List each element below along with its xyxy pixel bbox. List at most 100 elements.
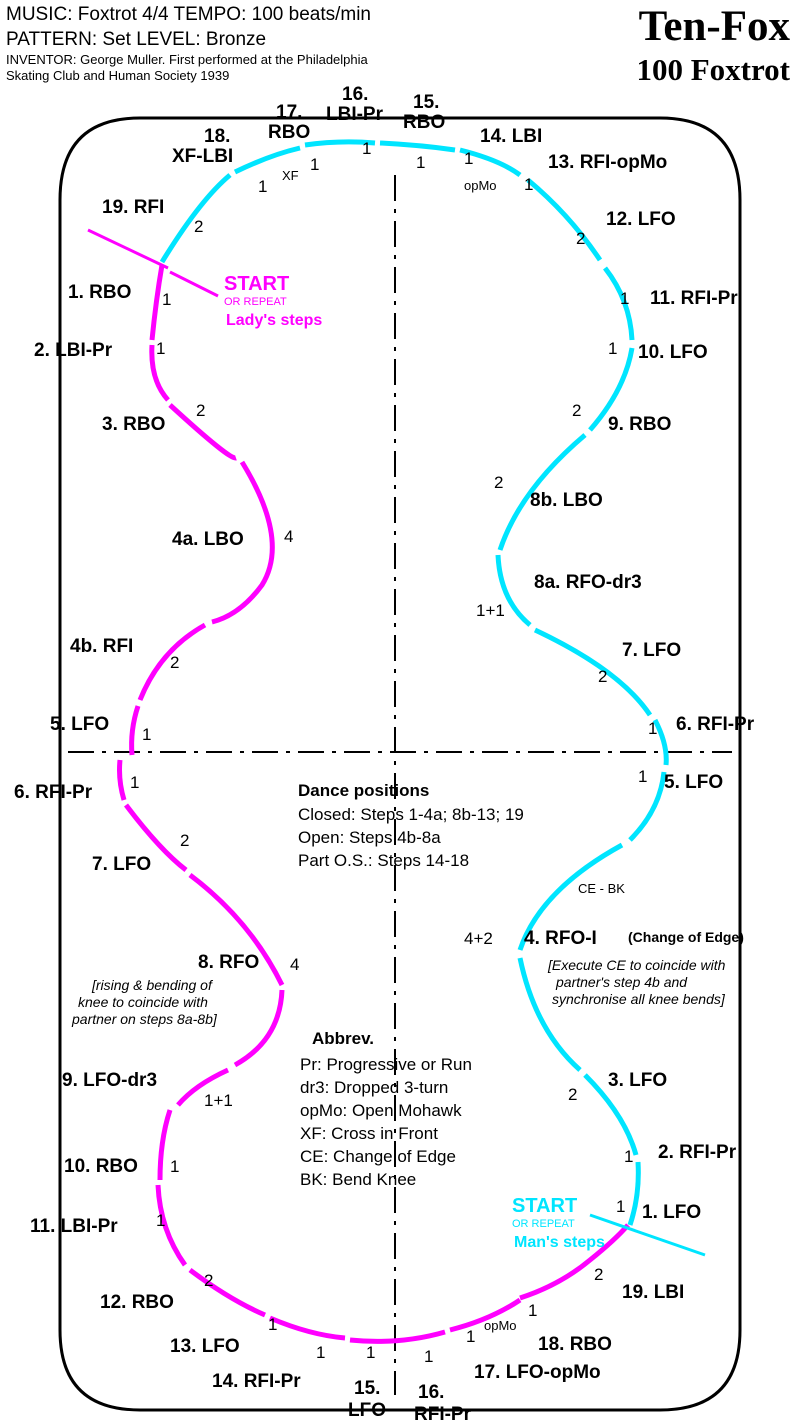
step-label: 9. LFO-dr3 — [62, 1070, 157, 1091]
step-label: 19. RFI — [102, 197, 164, 218]
man-steps-label: Man's steps — [514, 1234, 605, 1251]
beat-count: 1 — [638, 767, 647, 786]
beat-count: 2 — [576, 229, 585, 248]
abbrev-item: BK: Bend Knee — [300, 1170, 416, 1189]
abbrev-title: Abbrev. — [312, 1029, 374, 1048]
ce-bk-note: CE - BK — [578, 881, 625, 896]
step-label: 4a. LBO — [172, 529, 244, 550]
beat-count: 1 — [608, 339, 617, 358]
abbreviations: Abbrev. Pr: Progressive or Run dr3: Drop… — [300, 1029, 472, 1189]
step-label: 1. RBO — [68, 282, 131, 303]
beat-count: 2 — [196, 401, 205, 420]
step-label: 14. LBI — [480, 126, 542, 147]
step-label: 5. LFO — [664, 772, 723, 793]
step-label: 6. RFI-Pr — [14, 782, 93, 803]
step-label: 14. RFI-Pr — [212, 1371, 301, 1392]
pattern-line: PATTERN: Set LEVEL: Bronze — [6, 29, 266, 50]
rising-note-1: [rising & bending of — [91, 977, 214, 993]
man-start-label: START — [512, 1195, 577, 1217]
step-labels: 16. LBI-Pr 15. RBO 17. RBO 18. XF-LBI 14… — [14, 84, 755, 1425]
step-label: 9. RBO — [608, 414, 671, 435]
step-label: 11. LBI-Pr — [30, 1216, 118, 1237]
beat-counts: 1 1 1 XF 1 opMo 1 2 2 1 1 1 1 1 2 2 2 4 … — [130, 139, 657, 1366]
beat-count: 1 — [258, 177, 267, 196]
beat-count: opMo — [464, 178, 497, 193]
execute-note-2: partner's step 4b and — [555, 974, 688, 990]
man-path — [159, 139, 669, 1226]
beat-count: 1 — [156, 339, 165, 358]
beat-count: XF — [282, 168, 299, 183]
beat-count: 1 — [624, 1147, 633, 1166]
inventor-line-1: INVENTOR: George Muller. First performed… — [6, 52, 369, 67]
step-label: 17. LFO-opMo — [474, 1362, 601, 1383]
step-label: RBO — [268, 122, 310, 143]
step-label: 12. LFO — [606, 209, 676, 230]
step-label: 5. LFO — [50, 714, 109, 735]
rising-note-2: knee to coincide with — [78, 994, 208, 1010]
music-line: MUSIC: Foxtrot 4/4 TEMPO: 100 beats/min — [6, 4, 371, 25]
beat-count: 2 — [594, 1265, 603, 1284]
beat-count: 1 — [316, 1343, 325, 1362]
step-label: 16. — [418, 1382, 444, 1403]
beat-count: 2 — [494, 473, 503, 492]
beat-count: 2 — [572, 401, 581, 420]
step-label: 2. RFI-Pr — [658, 1142, 737, 1163]
beat-count: 1+1 — [476, 601, 505, 620]
step-label: LBI-Pr — [326, 104, 384, 125]
step-label: 18. — [204, 126, 230, 147]
beat-count: 2 — [170, 653, 179, 672]
abbrev-item: XF: Cross in Front — [300, 1124, 438, 1143]
beat-count: 1 — [648, 719, 657, 738]
step-label: 8b. LBO — [530, 490, 603, 511]
beat-count: 1 — [362, 139, 371, 158]
beat-count: 1 — [464, 149, 473, 168]
abbrev-item: CE: Change of Edge — [300, 1147, 456, 1166]
beat-count: 1 — [466, 1327, 475, 1346]
beat-count: 1 — [142, 725, 151, 744]
step-label: 2. LBI-Pr — [34, 340, 113, 361]
beat-count: 1 — [310, 155, 319, 174]
beat-count: opMo — [484, 1318, 517, 1333]
step-label: 8. RFO — [198, 952, 259, 973]
beat-count: 1 — [424, 1347, 433, 1366]
step-label: 12. RBO — [100, 1292, 174, 1313]
rink-outline — [58, 116, 742, 1412]
lady-start-label: START — [224, 273, 289, 295]
beat-count: 1 — [156, 1211, 165, 1230]
step-label: 15. — [413, 92, 439, 113]
step-label: LFO — [348, 1400, 386, 1421]
beat-count: 1 — [170, 1157, 179, 1176]
beat-count: 2 — [204, 1271, 213, 1290]
dance-position-closed: Closed: Steps 1-4a; 8b-13; 19 — [298, 805, 524, 824]
step-label: 3. LFO — [608, 1070, 667, 1091]
lady-steps-label: Lady's steps — [226, 312, 322, 329]
step-label: 10. LFO — [638, 342, 708, 363]
beat-count: 1 — [268, 1315, 277, 1334]
page-subtitle: 100 Foxtrot — [636, 52, 790, 87]
lady-repeat-label: OR REPEAT — [224, 296, 287, 308]
abbrev-item: opMo: Open Mohawk — [300, 1101, 462, 1120]
step-label: 4. RFO-I — [524, 928, 597, 949]
beat-count: 4+2 — [464, 929, 493, 948]
rising-note-3: partner on steps 8a-8b] — [71, 1011, 218, 1027]
beat-count: 2 — [180, 831, 189, 850]
lady-start-line — [87, 228, 169, 270]
step-label: 16. — [342, 84, 368, 105]
step-label: RBO — [403, 112, 445, 133]
step-label: 1. LFO — [642, 1202, 701, 1223]
execute-note-3: synchronise all knee bends] — [552, 991, 726, 1007]
beat-count: 1+1 — [204, 1091, 233, 1110]
step-label: 10. RBO — [64, 1156, 138, 1177]
abbrev-item: Pr: Progressive or Run — [300, 1055, 472, 1074]
step-label: 4b. RFI — [70, 636, 133, 657]
change-of-edge-note: (Change of Edge) — [628, 929, 744, 945]
step-label: XF-LBI — [172, 146, 233, 167]
beat-count: 1 — [162, 290, 171, 309]
beat-count: 1 — [366, 1343, 375, 1362]
beat-count: 4 — [290, 955, 299, 974]
step-label: 6. RFI-Pr — [676, 714, 755, 735]
step-label: 8a. RFO-dr3 — [534, 572, 642, 593]
beat-count: 2 — [194, 217, 203, 236]
